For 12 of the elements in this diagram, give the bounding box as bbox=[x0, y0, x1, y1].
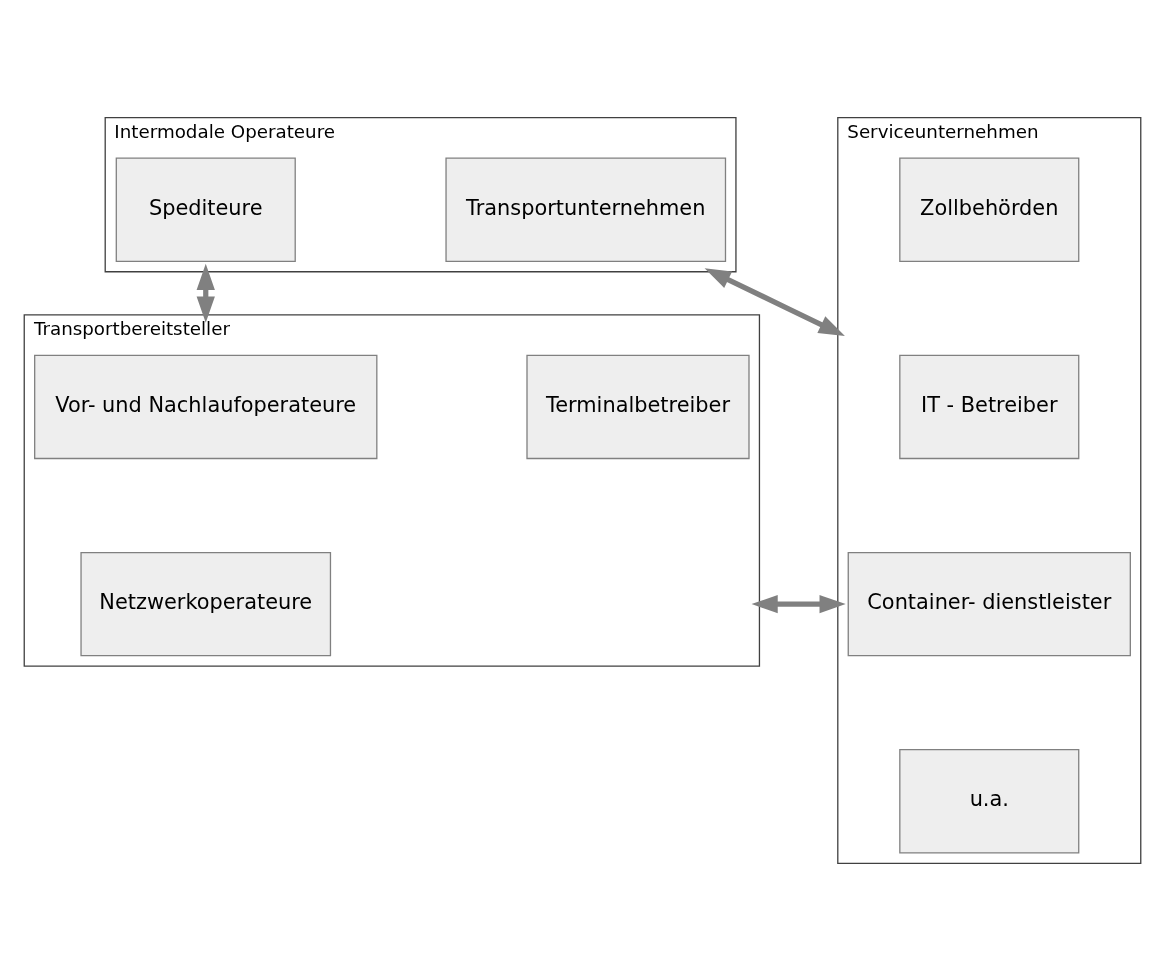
node-box: Zollbehörden bbox=[899, 157, 1080, 262]
node-box: Transportunternehmen bbox=[445, 157, 727, 262]
arrow bbox=[751, 594, 846, 613]
node-box: Terminalbetreiber bbox=[526, 354, 750, 459]
node-box: Spediteure bbox=[115, 157, 296, 262]
node-box: Container- dienstleister bbox=[847, 551, 1131, 656]
arrow bbox=[196, 263, 215, 323]
node-box: Vor- und Nachlaufoperateure bbox=[34, 354, 378, 459]
node-box: IT - Betreiber bbox=[899, 354, 1080, 459]
arrow bbox=[704, 267, 845, 336]
node-box: Netzwerkoperateure bbox=[80, 551, 332, 656]
node-box: u.a. bbox=[899, 748, 1080, 854]
